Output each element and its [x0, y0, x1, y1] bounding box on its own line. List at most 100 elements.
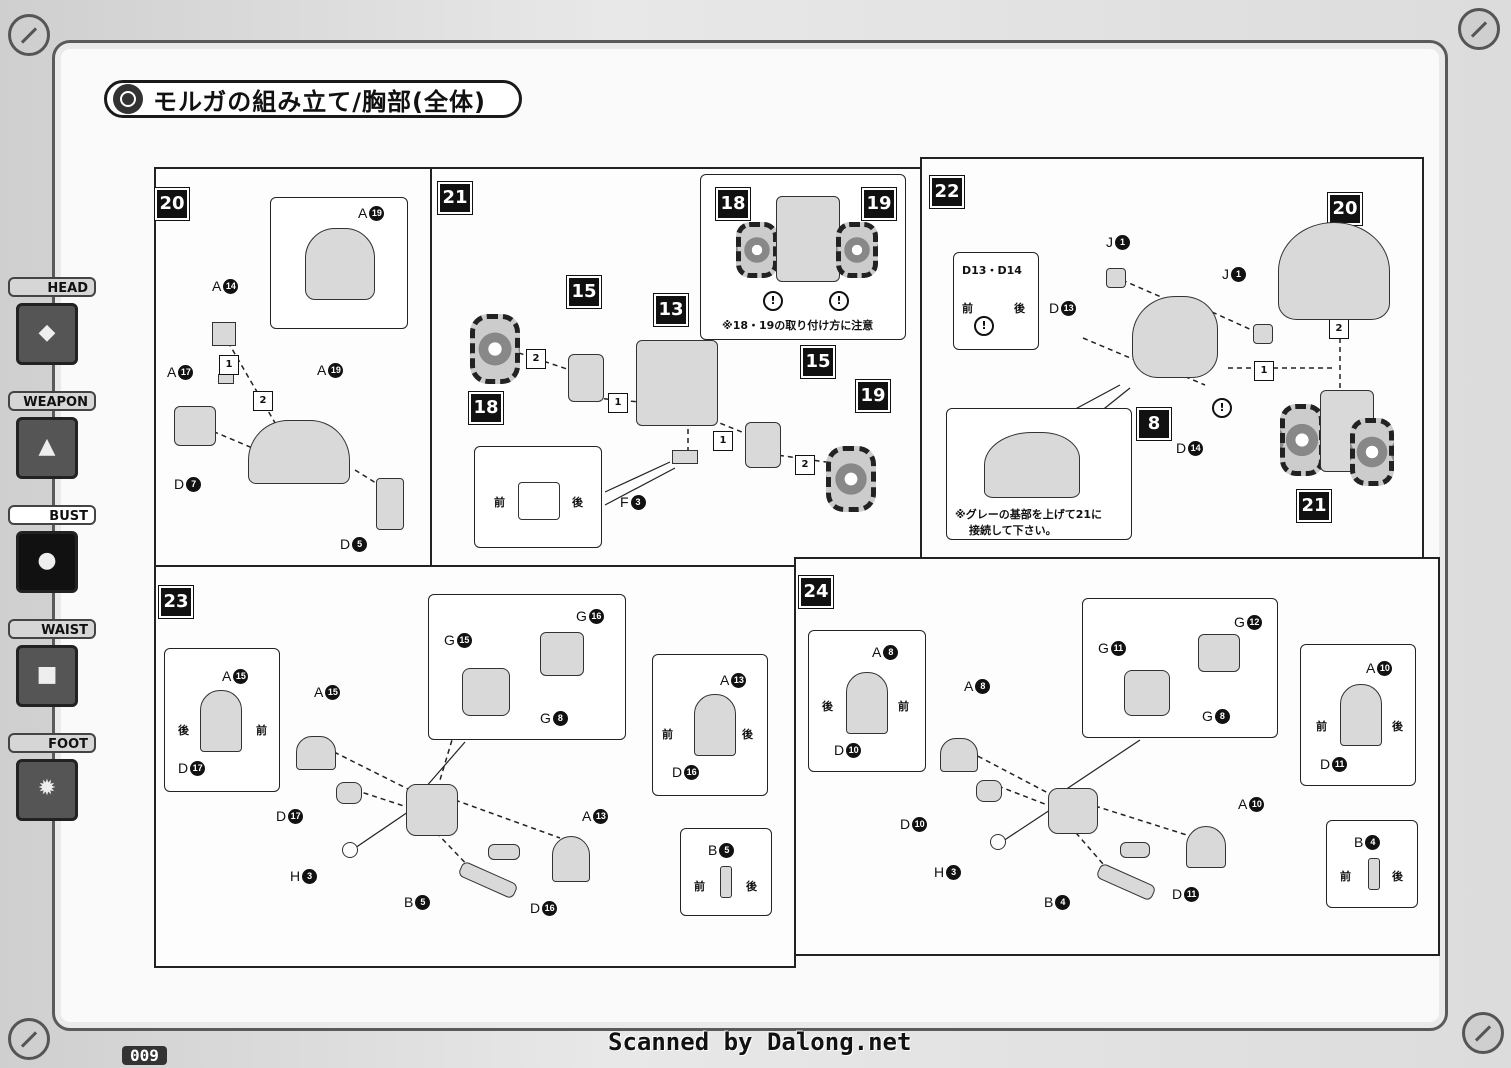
caution-icon: ! — [763, 291, 783, 311]
part-h3-illustration — [990, 834, 1006, 850]
tab-label: WEAPON — [8, 391, 96, 411]
emblem-icon — [113, 84, 143, 114]
part-d5-illustration — [376, 478, 404, 530]
part-g12-illustration — [1198, 634, 1240, 672]
inset-part-illustration — [694, 694, 736, 756]
waist-thumbnail-icon: ■ — [16, 645, 78, 707]
part-a14-illustration — [212, 322, 236, 346]
part-a19-illustration — [305, 228, 375, 300]
inset-part-number: 19 — [861, 187, 897, 221]
direction-back-label: 後 — [1392, 870, 1403, 883]
tab-label: FOOT — [8, 733, 96, 753]
tab-label: WAIST — [8, 619, 96, 639]
part-number-badge: 15 — [566, 275, 602, 309]
part-number-badge: 18 — [468, 391, 504, 425]
inset-b4-illustration — [1368, 858, 1380, 890]
part-g11-illustration — [1124, 670, 1170, 716]
part-d7-illustration — [174, 406, 216, 446]
bust-thumbnail-icon: ● — [16, 531, 78, 593]
sidebar-tab-waist[interactable]: WAIST ■ — [8, 619, 96, 707]
order-marker: 1 — [713, 431, 733, 451]
part-number-badge: 19 — [855, 379, 891, 413]
caution-icon: ! — [1212, 398, 1232, 418]
part-15-right-illustration — [745, 422, 781, 468]
sidebar-tab-head[interactable]: HEAD ◆ — [8, 277, 96, 365]
direction-front-label: 前 — [662, 728, 673, 741]
direction-back-label: 後 — [822, 700, 833, 713]
part-a13-illustration — [552, 836, 590, 882]
part-core-assembly-illustration — [1048, 788, 1098, 834]
foot-thumbnail-icon: ✹ — [16, 759, 78, 821]
part-g16-illustration — [540, 632, 584, 676]
part-a15-illustration — [296, 736, 336, 770]
part-number-badge: 8 — [1136, 407, 1172, 441]
caution-icon: ! — [974, 316, 994, 336]
sidebar-tab-bust[interactable]: BUST ● — [8, 505, 96, 593]
inset-part-number: 18 — [715, 187, 751, 221]
direction-back-label: 後 — [1014, 302, 1025, 315]
mount-caution-note: ※18・19の取り付け方に注意 — [722, 319, 874, 332]
inset-gear-right-illustration — [836, 222, 878, 278]
step-number-badge: 21 — [437, 181, 473, 215]
corner-emblem-icon — [1458, 8, 1500, 50]
order-marker: 2 — [795, 455, 815, 475]
inset-part-illustration — [200, 690, 242, 752]
direction-back-label: 後 — [572, 496, 583, 509]
step-number-badge: 22 — [929, 175, 965, 209]
page-title: モルガの組み立て/胸部(全体) — [153, 87, 486, 116]
caution-icon: ! — [829, 291, 849, 311]
step-22-d13-d14-inset — [953, 252, 1039, 350]
part-d10-illustration — [976, 780, 1002, 802]
part-g15-illustration — [462, 668, 510, 716]
direction-back-label: 後 — [746, 880, 757, 893]
head-thumbnail-icon: ◆ — [16, 303, 78, 365]
step-24-top-inset — [1082, 598, 1278, 738]
tab-label: BUST — [8, 505, 96, 525]
order-marker: 2 — [1329, 319, 1349, 339]
page-number: 009 — [122, 1046, 167, 1065]
inset-b5-illustration — [720, 866, 732, 898]
part-f3-illustration — [672, 450, 698, 464]
tab-label: HEAD — [8, 277, 96, 297]
inset-chassis-illustration — [776, 196, 840, 282]
part-a8-illustration — [940, 738, 978, 772]
part-a10-illustration — [1186, 826, 1226, 868]
direction-back-label: 後 — [178, 724, 189, 737]
mount-instruction-note: ※グレーの基部を上げて21に — [955, 508, 1103, 521]
step-number-badge: 23 — [158, 585, 194, 619]
sidebar-tab-weapon[interactable]: WEAPON ▲ — [8, 391, 96, 479]
weapon-thumbnail-icon: ▲ — [16, 417, 78, 479]
direction-front-label: 前 — [694, 880, 705, 893]
inset-part-illustration — [1340, 684, 1382, 746]
sidebar-tab-foot[interactable]: FOOT ✹ — [8, 733, 96, 821]
part-a19-main-illustration — [248, 420, 350, 484]
part-19-gear-illustration — [826, 446, 876, 512]
order-marker: 2 — [253, 391, 273, 411]
